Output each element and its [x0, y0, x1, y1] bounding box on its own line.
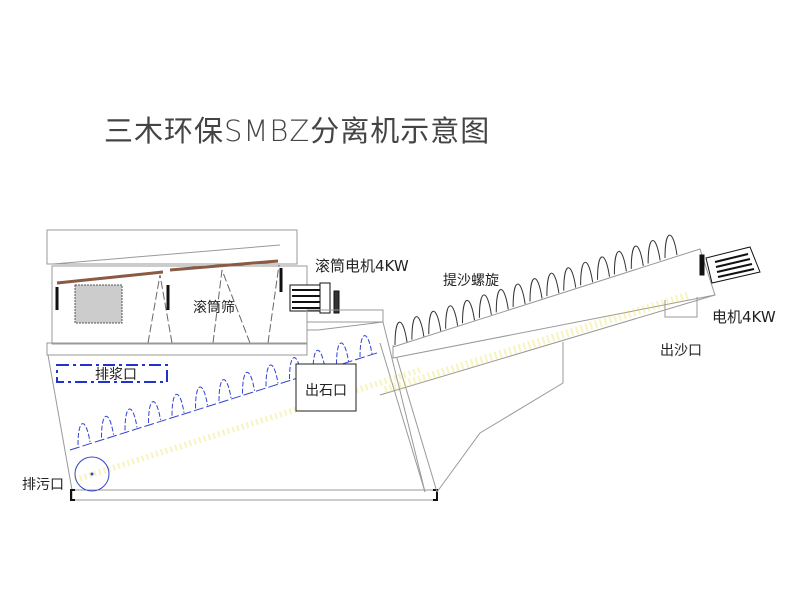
screw-flight — [148, 401, 161, 424]
label-sand-outlet: 出沙口 — [660, 343, 702, 359]
screw-flight — [411, 316, 425, 340]
label-stone-outlet: 出石口 — [305, 383, 347, 399]
screw-flight — [512, 283, 526, 307]
support-leg — [436, 342, 564, 493]
label-motor: 电机4KW — [712, 308, 776, 326]
screw-flight — [265, 364, 279, 387]
label-slurry-outlet: 排浆口 — [95, 367, 137, 383]
screw-flight — [218, 379, 232, 402]
screw-flight — [478, 294, 492, 318]
screw-flight — [563, 267, 577, 291]
screw-flight — [580, 261, 594, 286]
screw-flight — [462, 300, 475, 324]
hopper-box — [46, 229, 298, 265]
screw-flight — [242, 371, 255, 394]
screw-flight — [529, 278, 543, 302]
drum-motor — [289, 282, 340, 314]
label-sand-screw: 提沙螺旋 — [443, 273, 499, 289]
label-drum-screen: 滚筒筛 — [193, 300, 235, 316]
screw-flight — [546, 272, 560, 297]
label-drum-motor: 滚筒电机4KW — [315, 257, 409, 275]
screw-flight — [195, 386, 208, 409]
screw-flight — [428, 310, 442, 335]
screw-flight — [495, 289, 509, 313]
tail-pulley — [74, 456, 110, 492]
lower-screw-axis — [69, 351, 381, 451]
screen-mesh — [74, 284, 123, 324]
screw-flight — [445, 305, 459, 329]
sand-outlet-chute — [664, 297, 698, 318]
screw-flight — [359, 335, 373, 358]
diagram-title: 三木环保SMBZ分离机示意图 — [104, 114, 491, 148]
screw-motor — [699, 246, 761, 284]
screw-flight — [647, 240, 661, 264]
screw-flight — [171, 393, 185, 416]
screw-flight — [101, 415, 114, 438]
stone-outlet-box — [295, 363, 357, 412]
screw-flight — [664, 234, 678, 259]
screw-flight — [124, 408, 138, 431]
slurry-outlet-box — [56, 364, 168, 383]
drum-bar-2 — [169, 259, 279, 272]
screw-flight — [630, 245, 644, 269]
screw-flight — [394, 321, 408, 346]
label-sewage-outlet: 排污口 — [22, 477, 64, 493]
screw-flight — [613, 251, 627, 275]
screw-flight — [77, 423, 91, 446]
screw-flight — [312, 349, 326, 372]
screw-flight — [336, 342, 349, 365]
screw-flight — [597, 256, 610, 280]
drum-bar-1 — [56, 270, 164, 285]
